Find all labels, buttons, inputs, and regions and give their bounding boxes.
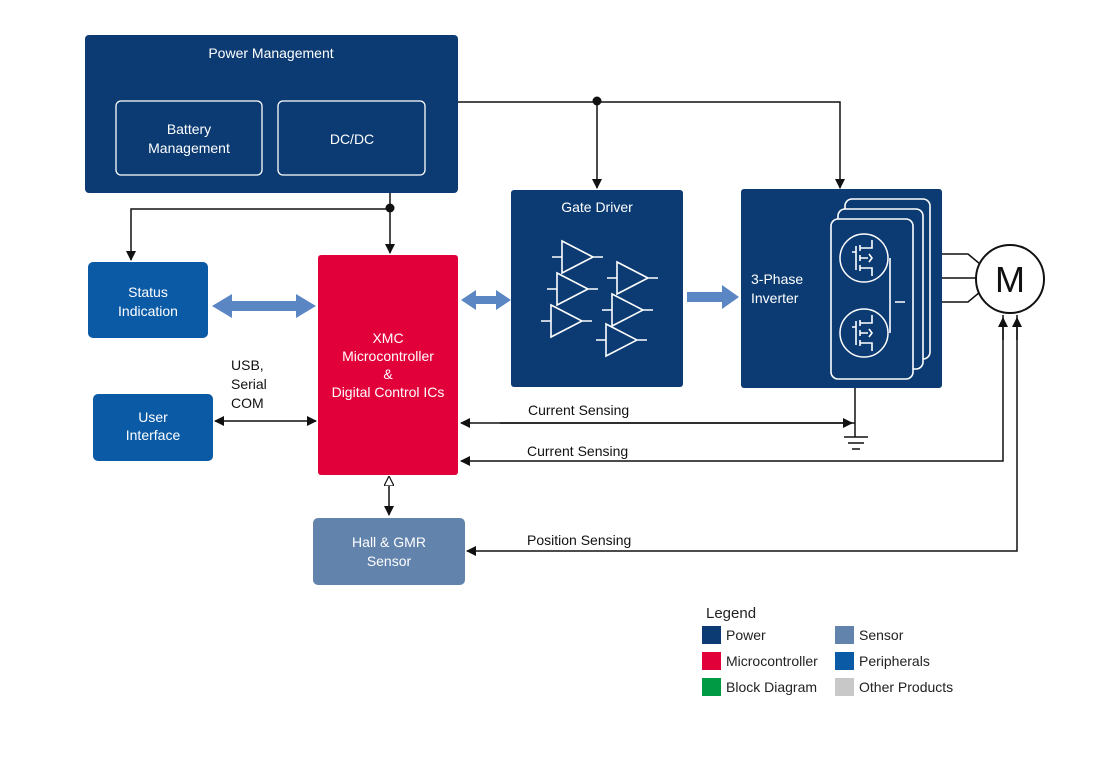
usb-serial-link: USB, Serial COM <box>214 357 317 426</box>
microcontroller-label-1: XMC <box>372 330 403 346</box>
microcontroller-block: XMC Microcontroller & Digital Control IC… <box>318 255 458 475</box>
legend-swatch-block-diagram <box>702 678 721 696</box>
legend-swatch-other-products <box>835 678 854 696</box>
legend-label-microcontroller: Microcontroller <box>726 653 818 669</box>
mosfet-icon-bottom <box>839 308 889 358</box>
battery-management-label-1: Battery <box>167 121 211 137</box>
legend-label-peripherals: Peripherals <box>859 653 930 669</box>
power-lines <box>126 96 845 261</box>
mosfet-card-stack <box>830 198 931 380</box>
power-management-block: Power Management Battery Management DC/D… <box>85 35 458 193</box>
legend-swatch-power <box>702 626 721 644</box>
user-interface-label-2: Interface <box>126 427 181 443</box>
motor-label: M <box>995 259 1025 300</box>
position-sensing-link: Position Sensing <box>466 315 1022 556</box>
sensor-label-1: Hall & GMR <box>352 534 426 550</box>
microcontroller-label-4: Digital Control ICs <box>332 384 445 400</box>
sensor-label-2: Sensor <box>367 553 412 569</box>
battery-management-block <box>115 100 263 176</box>
legend-label-power: Power <box>726 627 766 643</box>
mosfet-icon-top <box>839 233 889 283</box>
status-indication-label-2: Indication <box>118 303 178 319</box>
driver-amplifier-icons <box>541 239 658 358</box>
legend-swatch-sensor <box>835 626 854 644</box>
motor-phase-lines <box>942 253 981 303</box>
inverter-label-2: Inverter <box>751 290 799 306</box>
sensor-block: Hall & GMR Sensor <box>313 518 465 585</box>
gate-driver-title: Gate Driver <box>561 199 633 215</box>
status-mcu-double-arrow <box>212 294 316 318</box>
current-sensing-link-1: Current Sensing <box>460 402 855 428</box>
user-interface-block: User Interface <box>93 394 213 461</box>
dcdc-label: DC/DC <box>330 131 374 147</box>
power-management-title: Power Management <box>208 45 333 61</box>
usb-label-2: Serial <box>231 376 267 392</box>
current-sensing-label-1: Current Sensing <box>528 402 629 418</box>
status-indication-block: Status Indication <box>88 262 208 338</box>
motor-symbol: M <box>975 244 1045 314</box>
position-sensing-label: Position Sensing <box>527 532 631 548</box>
legend: Legend Power Microcontroller Block Diagr… <box>702 605 953 696</box>
legend-swatch-peripherals <box>835 652 854 670</box>
current-sensing-link-2: Current Sensing <box>460 315 1008 466</box>
dcdc-block <box>277 100 426 176</box>
legend-swatch-microcontroller <box>702 652 721 670</box>
ground-symbol <box>844 388 868 450</box>
legend-label-other-products: Other Products <box>859 679 953 695</box>
microcontroller-label-2: Microcontroller <box>342 348 434 364</box>
usb-label-3: COM <box>231 395 264 411</box>
gatedriver-inverter-arrow <box>687 285 739 309</box>
current-sensing-label-2: Current Sensing <box>527 443 628 459</box>
inverter-block: 3-Phase Inverter <box>741 189 942 388</box>
legend-label-sensor: Sensor <box>859 627 904 643</box>
status-indication-label-1: Status <box>128 284 168 300</box>
legend-label-block-diagram: Block Diagram <box>726 679 817 695</box>
battery-management-label-2: Management <box>148 140 230 156</box>
microcontroller-label-3: & <box>383 366 393 382</box>
gate-driver-block: Gate Driver <box>511 190 683 387</box>
usb-label-1: USB, <box>231 357 264 373</box>
user-interface-label-1: User <box>138 409 168 425</box>
mcu-gatedriver-double-arrow <box>461 290 511 310</box>
inverter-label-1: 3-Phase <box>751 271 803 287</box>
legend-title: Legend <box>706 605 756 622</box>
